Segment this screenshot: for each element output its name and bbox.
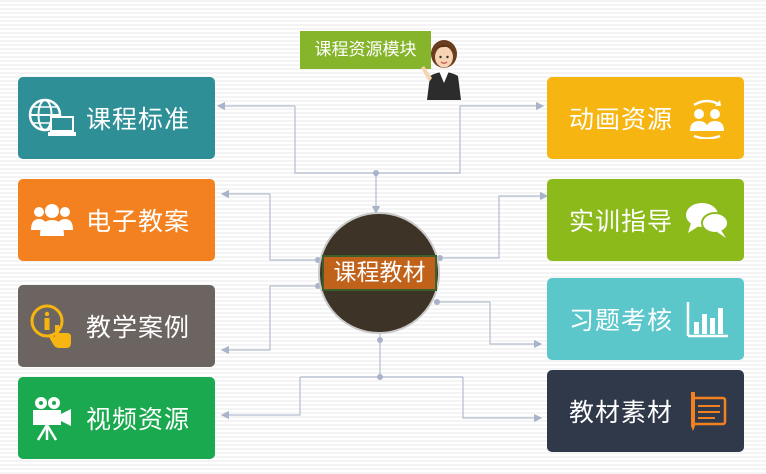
module-label: 教材素材 [569,398,674,427]
module-course-standard[interactable]: 课程标准 [18,77,215,159]
module-label: 电子教案 [86,207,191,236]
module-banner: 课程资源模块 [300,31,431,69]
connector-line [437,301,543,349]
connector-line [220,189,318,261]
module-teaching-case[interactable]: 教学案例 [18,285,215,367]
module-label: 教学案例 [86,313,191,342]
video-camera-icon [26,392,78,444]
connector-line [462,377,543,423]
bar-chart-icon [681,293,733,345]
connector-line [220,377,301,420]
module-label: 动画资源 [569,105,674,134]
module-electronic-plan[interactable]: 电子教案 [18,179,215,261]
module-exercise-assessment[interactable]: 习题考核 [547,278,744,360]
connector-line [220,285,318,355]
module-video-resource[interactable]: 视频资源 [18,377,215,459]
people-group-icon [26,194,78,246]
module-textbook-material[interactable]: 教材素材 [547,370,744,452]
module-label: 视频资源 [86,405,191,434]
module-label: 习题考核 [569,306,674,335]
module-label: 实训指导 [569,207,674,236]
chat-bubbles-icon [681,194,733,246]
info-hand-icon [26,300,78,352]
connector-line [294,101,545,174]
connector-line [440,191,549,259]
module-training-guide[interactable]: 实训指导 [547,179,744,261]
module-animation-resource[interactable]: 动画资源 [547,77,744,159]
presenter-avatar [421,40,461,100]
globe-computer-icon [26,92,78,144]
user-exchange-icon [681,92,733,144]
document-pen-icon [681,385,733,437]
center-label: 课程教材 [322,255,437,291]
module-label: 课程标准 [86,105,191,134]
